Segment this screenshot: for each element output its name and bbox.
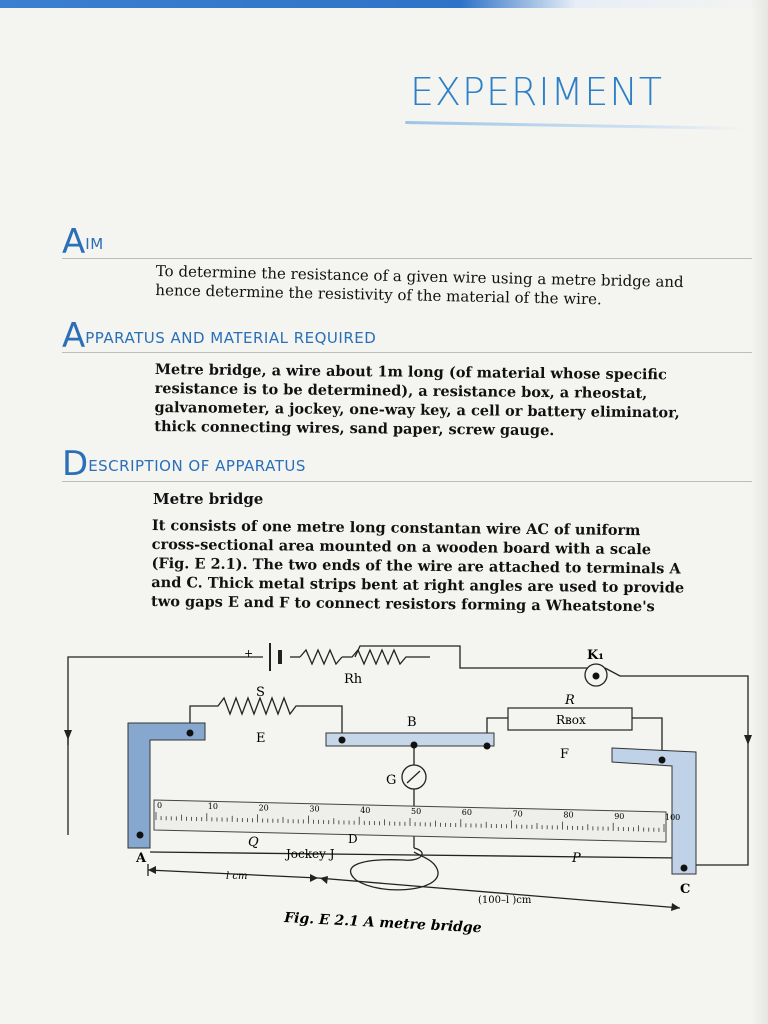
scale-tick-label: 60 [462,808,472,817]
jockey-cord [349,847,439,891]
scale-tick-label: 100 [665,813,680,822]
description-rule [62,481,752,482]
length-rest-label: (100–l )cm [478,895,532,906]
scale-tick-label: 70 [513,809,523,818]
aim-rule [62,258,752,259]
description-heading-cap: D [62,444,89,484]
aim-heading-cap: A [62,222,86,262]
page-top-edge [0,0,768,8]
key-label: K₁ [587,648,604,663]
page-binding-shadow [750,0,768,1024]
apparatus-heading-cap: A [62,316,86,356]
terminal-c-label: C [680,882,690,897]
scale-tick-label: 10 [208,802,218,811]
terminal-a-label: A [135,851,147,866]
apparatus-heading-rest: PPARATUS AND MATERIAL REQUIRED [85,329,377,347]
metal-strip-left [127,722,206,849]
metal-strip-middle [325,732,495,747]
resistor-r-label: R [564,693,575,708]
resistor-s [189,696,343,738]
scale-tick-label: 0 [157,801,162,810]
galvanometer-label: G [386,773,396,788]
scale-tick-label: 30 [309,805,319,814]
jockey-label: Jockey J [284,847,335,861]
description-heading: DESCRIPTION OF APPARATUS [62,444,306,484]
battery-plus-label: + [244,647,253,660]
key-wire-right [604,667,749,866]
battery-wire-left [67,656,263,835]
aim-heading-rest: IM [85,235,104,253]
apparatus-rule [62,352,752,353]
scale-tick-label: 40 [360,806,370,815]
segment-p-label: P [571,851,581,866]
gap-f-label: F [560,747,569,762]
description-heading-rest: ESCRIPTION OF APPARATUS [88,457,306,475]
rheostat-coil [299,648,343,666]
aim-heading: AIM [62,222,104,262]
resistor-s-label: S [256,685,265,700]
gap-e-label: E [256,731,266,746]
resistance-box [507,707,633,731]
apparatus-heading: APPARATUS AND MATERIAL REQUIRED [62,316,376,356]
scale-tick-label: 80 [563,811,573,820]
metal-strip-right [611,747,697,875]
jockey-point-d-label: D [348,832,358,846]
rheostat-slider-wire [354,645,588,669]
description-subheading: Metre bridge [153,490,264,508]
length-l-label: l cm [226,871,247,882]
scale-tick-label: 20 [259,803,269,812]
rheostat-label: Rh [344,672,363,687]
resistance-box-label: Rʙᴏх [556,713,586,727]
segment-q-label: Q [248,835,259,850]
figure-caption: Fig. E 2.1 A metre bridge [283,910,482,936]
page-title: EXPERIMENT [410,70,664,114]
key-k1 [584,663,608,687]
point-b-label: B [407,715,417,730]
scale-tick-label: 90 [614,812,624,821]
scale-tick-label: 50 [411,807,421,816]
